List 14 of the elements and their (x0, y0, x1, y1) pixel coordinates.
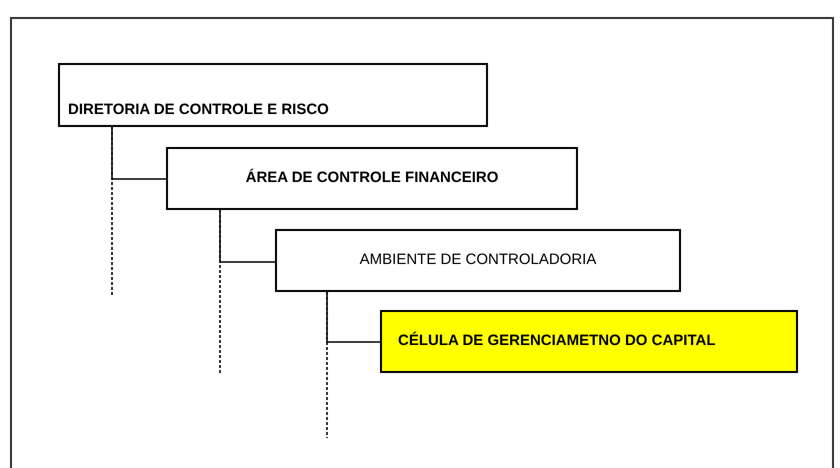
connector-line (326, 292, 380, 343)
org-box (275, 229, 681, 292)
box-label: CÉLULA DE GERENCIAMETNO DO CAPITAL (398, 330, 716, 352)
connector-line (219, 210, 275, 263)
box-label: AMBIENTE DE CONTROLADORIA (360, 250, 596, 270)
box-label: DIRETORIA DE CONTROLE E RISCO (68, 100, 329, 120)
dashed-connector (326, 292, 328, 438)
org-box (166, 147, 578, 210)
org-box (380, 310, 798, 373)
connector-line (111, 127, 166, 180)
box-label: ÁREA DE CONTROLE FINANCEIRO (246, 168, 498, 188)
dashed-connector (111, 127, 113, 295)
org-box (58, 63, 488, 127)
dashed-connector (219, 210, 221, 375)
